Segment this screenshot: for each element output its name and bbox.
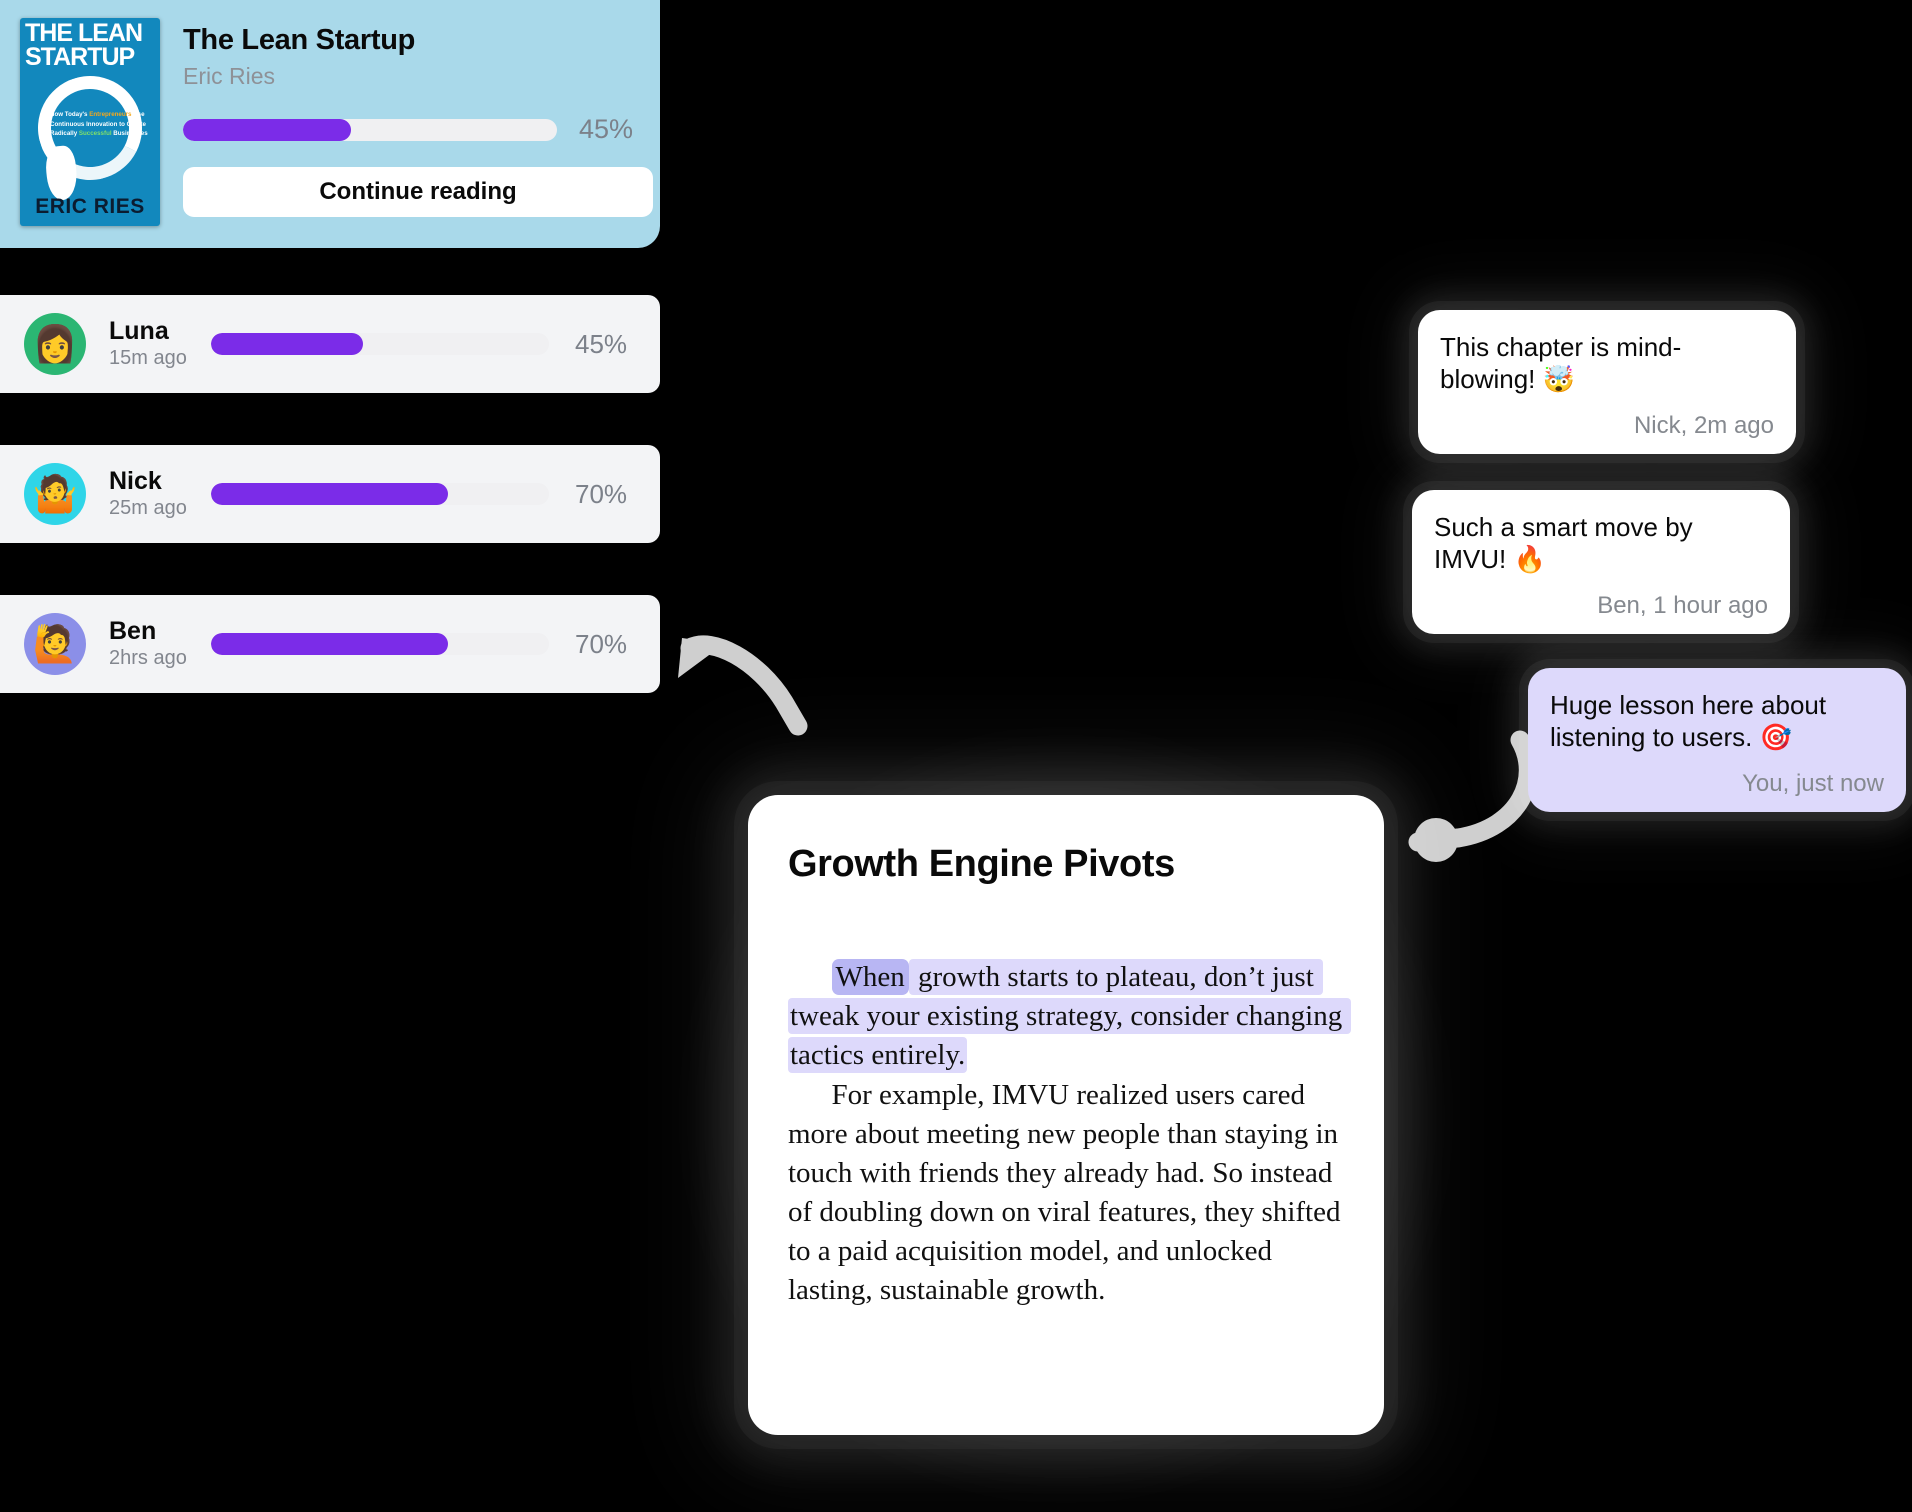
reader-progress-bar[interactable] [211, 633, 549, 655]
reader-progress-label: 45% [575, 328, 628, 359]
book-author: Eric Ries [183, 63, 276, 89]
reader-progress-bar[interactable] [211, 483, 549, 505]
reader-progress-label: 70% [575, 478, 628, 509]
comment-text: Such a smart move by IMVU! 🔥 [1434, 512, 1768, 576]
book-title: The Lean Startup [183, 24, 416, 56]
book-cover-image: THE LEAN STARTUP How Today's Entrepreneu… [20, 18, 160, 226]
cover-blurb: How Today's Entrepreneurs Use Continuous… [50, 111, 148, 138]
book-progress-bar[interactable] [183, 118, 557, 141]
comment-text: This chapter is mind-blowing! 🤯 [1440, 332, 1774, 396]
reading-card[interactable]: Growth Engine Pivots When growth starts … [748, 795, 1384, 1435]
comment-body: This chapter is mind-blowing! [1440, 332, 1682, 394]
cover-author: ERIC RIES [35, 195, 145, 218]
reader-timestamp: 25m ago [109, 497, 187, 520]
reader-name: Ben [109, 616, 157, 645]
comment-meta: Ben, 1 hour ago [1597, 592, 1768, 620]
body-paragraph: For example, IMVU realized users cared m… [788, 1078, 1348, 1307]
reader-progress-bar[interactable] [211, 333, 549, 355]
book-progress-fill [183, 118, 352, 141]
book-progress-label: 45% [579, 114, 634, 144]
comment-meta: Nick, 2m ago [1633, 412, 1774, 440]
avatar: 🙋 [24, 613, 86, 675]
arrow-left-connector [678, 635, 808, 736]
comment-emoji: 🔥 [1513, 544, 1546, 575]
comment-text: Huge lesson here about listening to user… [1550, 690, 1884, 754]
reader-name: Luna [109, 316, 169, 345]
comment-body: Such a smart move by IMVU! [1434, 512, 1693, 574]
reader-name: Nick [109, 466, 162, 495]
comment-meta: You, just now [1742, 770, 1884, 798]
comment-bubble[interactable]: Such a smart move by IMVU! 🔥 Ben, 1 hour … [1412, 490, 1790, 635]
highlight-anchor-word[interactable]: When [831, 959, 909, 996]
continue-reading-button[interactable]: Continue reading [183, 167, 653, 217]
book-progress-row: 45% [183, 114, 653, 145]
comment-emoji: 🎯 [1759, 722, 1792, 753]
reader-progress-fill [211, 633, 448, 655]
comment-body: Huge lesson here about listening to user… [1550, 690, 1827, 752]
comment-bubble[interactable]: Huge lesson here about listening to user… [1528, 668, 1906, 813]
chapter-body[interactable]: When growth starts to plateau, don’t jus… [788, 919, 1352, 1350]
book-info: The Lean Startup Eric Ries 45% Continue … [183, 18, 653, 217]
comment-bubble[interactable]: This chapter is mind-blowing! 🤯 Nick, 2m … [1418, 310, 1796, 455]
avatar: 👩 [24, 313, 86, 375]
comment-emoji: 🤯 [1542, 364, 1575, 395]
current-book-card[interactable]: THE LEAN STARTUP How Today's Entrepreneu… [0, 0, 660, 248]
reader-timestamp: 2hrs ago [109, 647, 187, 670]
avatar: 🤷 [24, 463, 86, 525]
reader-progress-label: 70% [575, 628, 628, 659]
cover-title: THE LEAN STARTUP [25, 19, 143, 71]
reader-progress-fill [211, 483, 448, 505]
chapter-title: Growth Engine Pivots [788, 843, 1175, 885]
reader-timestamp: 15m ago [109, 347, 187, 370]
reader-progress-fill [211, 333, 364, 355]
